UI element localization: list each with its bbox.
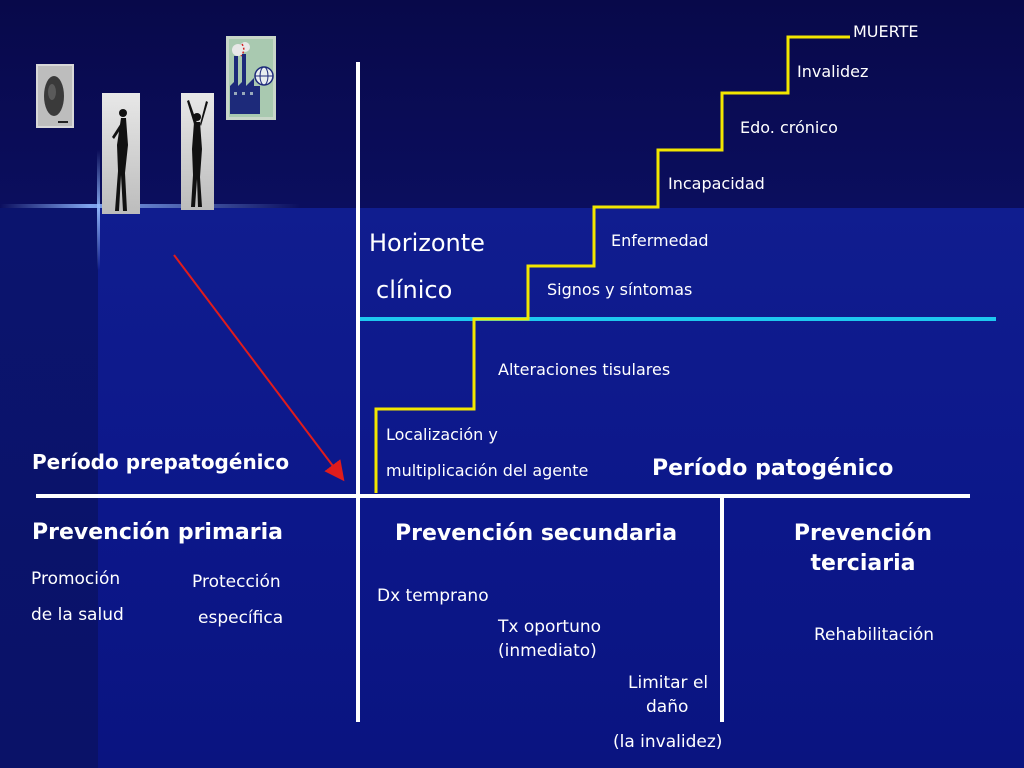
- light-glow-horizontal: [0, 204, 300, 208]
- stage-invalidez: Invalidez: [797, 62, 869, 81]
- tx-oportuno-line2: (inmediato): [498, 641, 597, 661]
- stage-muerte: MUERTE: [853, 22, 919, 41]
- limitar-line2: daño: [646, 697, 689, 717]
- prevencion-secundaria-title: Prevención secundaria: [395, 521, 678, 546]
- promocion-line1: Promoción: [31, 569, 121, 589]
- proteccion-line1: Protección: [192, 572, 281, 592]
- prevencion-terciaria-title-line2: terciaria: [810, 551, 916, 576]
- background-top: [0, 0, 1024, 208]
- stage-localizacion-line1: Localización y: [386, 425, 498, 444]
- prevencion-primaria-title: Prevención primaria: [32, 520, 283, 545]
- stage-incapacidad: Incapacidad: [668, 174, 765, 193]
- background-main: [0, 208, 1024, 768]
- horizon-label-line2: clínico: [376, 276, 453, 304]
- bacterium-photo-icon: [36, 64, 74, 128]
- background-left-strip: [0, 208, 98, 768]
- red-arrow: [173, 254, 345, 482]
- prevencion-terciaria-title-line1: Prevención: [793, 521, 933, 546]
- factory-globe-icon: [226, 36, 276, 120]
- rehabilitacion: Rehabilitación: [814, 625, 934, 645]
- promocion-line2: de la salud: [31, 605, 124, 625]
- period-prepatogenico: Período prepatogénico: [32, 450, 290, 474]
- period-patogenico: Período patogénico: [652, 456, 894, 481]
- limitar-line3: (la invalidez): [613, 732, 723, 752]
- disease-staircase: [374, 35, 850, 493]
- light-glow-vertical: [97, 150, 100, 270]
- horizon-label-line1: Horizonte: [369, 229, 485, 257]
- dx-temprano: Dx temprano: [377, 586, 489, 606]
- stage-localizacion-line2: multiplicación del agente: [386, 461, 589, 480]
- proteccion-line2: específica: [198, 608, 284, 628]
- human-silhouette-icon: [102, 93, 140, 214]
- stage-alteraciones: Alteraciones tisulares: [498, 360, 671, 379]
- tx-oportuno-line1: Tx oportuno: [498, 617, 602, 637]
- stage-signos: Signos y síntomas: [547, 280, 693, 299]
- stage-enfermedad: Enfermedad: [611, 231, 709, 250]
- human-silhouette-raised-icon: [181, 93, 214, 210]
- limitar-line1: Limitar el: [628, 673, 709, 693]
- stage-cronico: Edo. crónico: [740, 118, 838, 137]
